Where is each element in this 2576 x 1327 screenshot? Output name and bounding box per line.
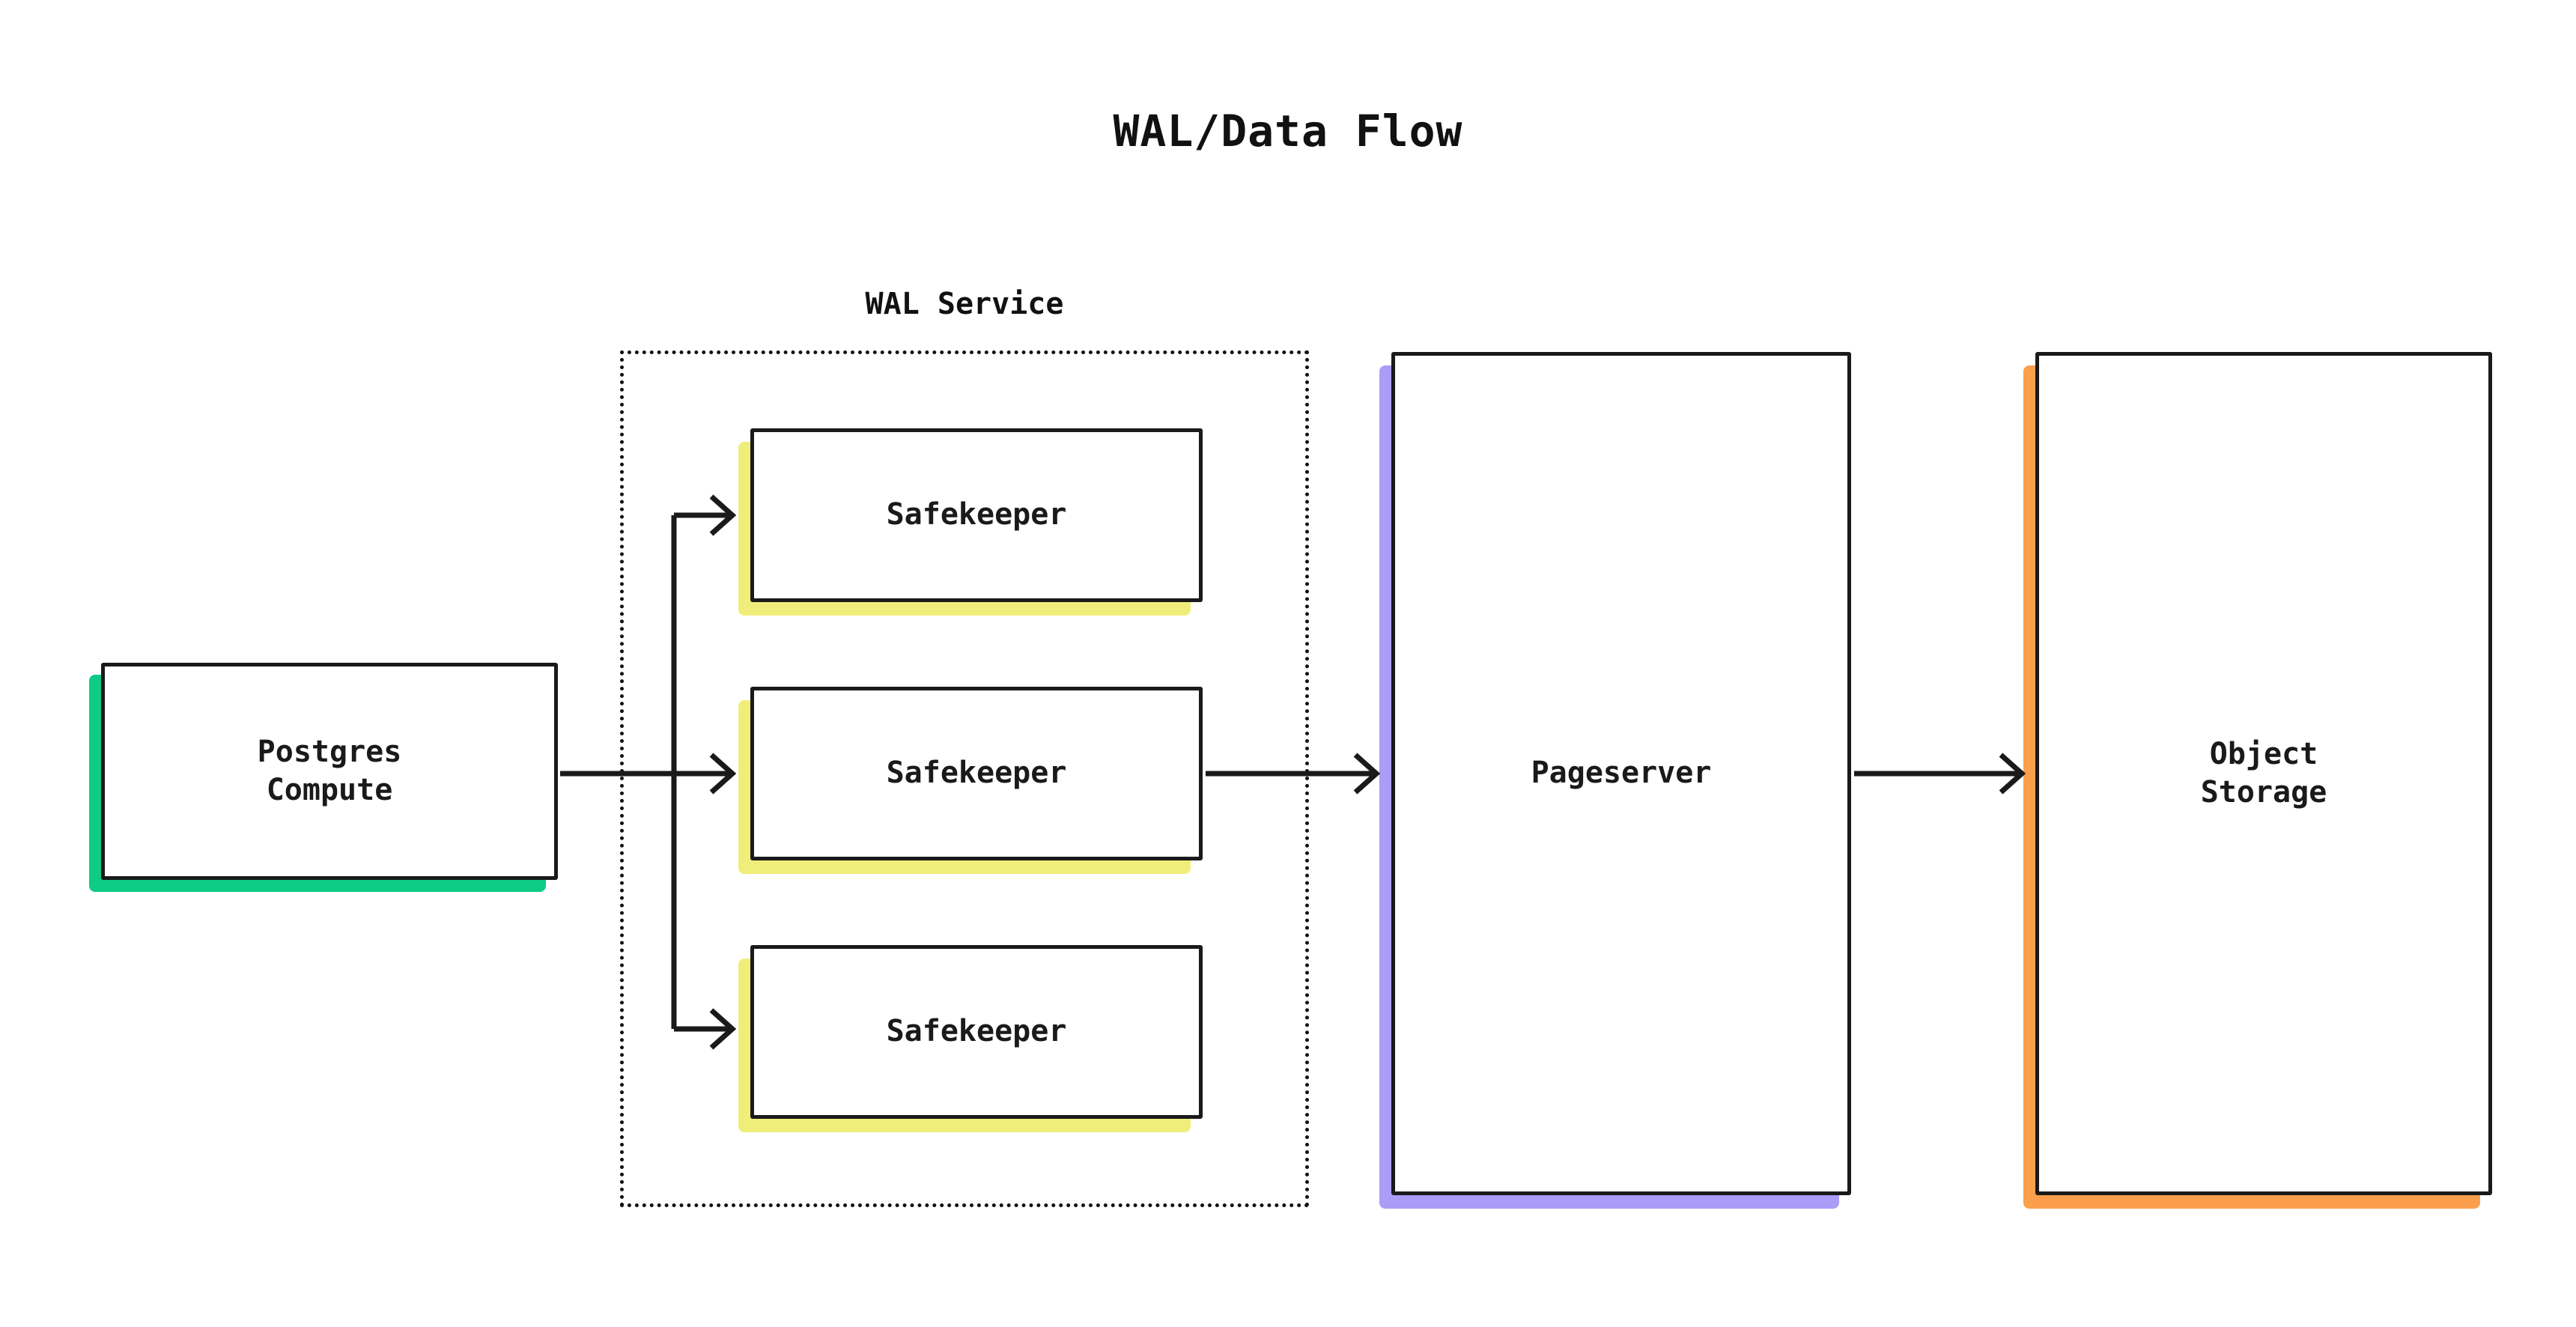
node-label-postgres-compute: Postgres Compute — [257, 734, 402, 807]
node-label-pageserver: Pageserver — [1531, 756, 1712, 791]
node-safekeeper-3[interactable]: Safekeeper — [750, 945, 1203, 1119]
node-pageserver[interactable]: Pageserver — [1391, 352, 1851, 1195]
node-safekeeper-1[interactable]: Safekeeper — [750, 428, 1203, 602]
group-label-wal-service: WAL Service — [865, 287, 1064, 321]
page-title: WAL/Data Flow — [1113, 106, 1463, 157]
arrowhead-object-storage — [1999, 753, 2026, 795]
arrowhead-pageserver — [1353, 753, 1381, 795]
node-object-storage[interactable]: Object Storage — [2035, 352, 2492, 1195]
node-label-safekeeper-1: Safekeeper — [886, 497, 1067, 532]
group-box-wal-service — [620, 350, 1309, 1207]
node-postgres-compute[interactable]: Postgres Compute — [101, 663, 558, 880]
node-label-object-storage: Object Storage — [2200, 736, 2327, 810]
node-safekeeper-2[interactable]: Safekeeper — [750, 687, 1203, 860]
node-label-safekeeper-2: Safekeeper — [886, 756, 1067, 791]
node-label-safekeeper-3: Safekeeper — [886, 1014, 1067, 1049]
